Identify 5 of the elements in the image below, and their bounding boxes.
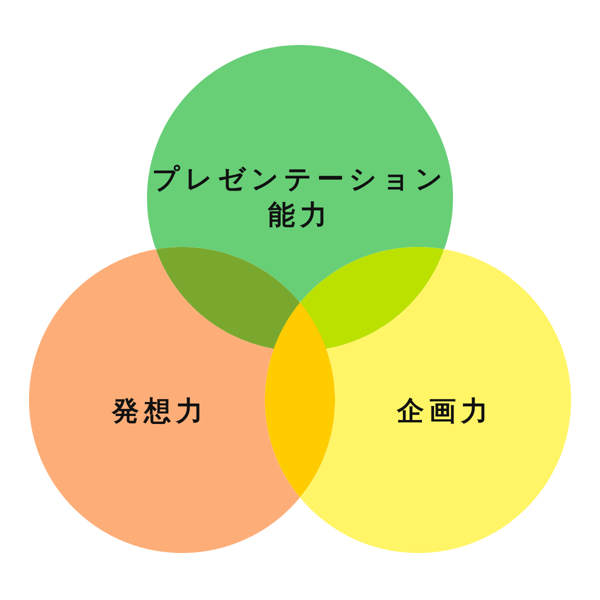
circle-label: 企画力 — [397, 395, 493, 429]
circle-label: プレゼンテーション能力 — [151, 163, 449, 233]
venn-circle — [147, 45, 453, 351]
venn-circle — [29, 247, 335, 553]
circle-label: 発想力 — [112, 395, 208, 429]
